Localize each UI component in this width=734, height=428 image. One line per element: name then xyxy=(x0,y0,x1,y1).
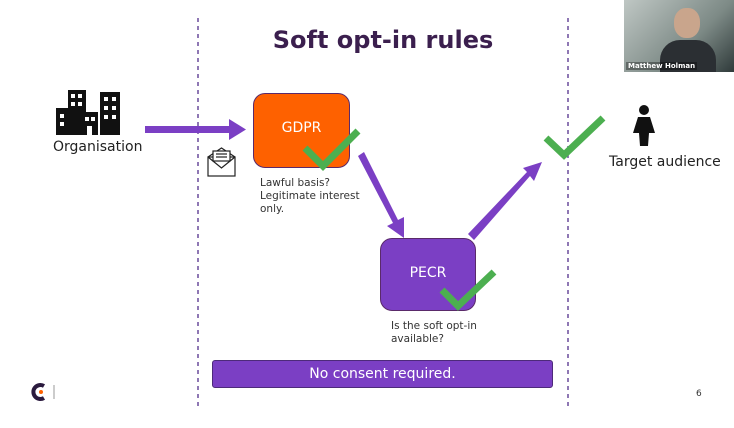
page-number: 6 xyxy=(696,389,702,399)
note-line: available? xyxy=(391,333,444,345)
arrow-icon xyxy=(468,162,542,240)
buildings-icon xyxy=(56,90,120,135)
logo-icon xyxy=(31,383,55,401)
pecr-label: PECR xyxy=(409,265,447,281)
slide-title: Soft opt-in rules xyxy=(272,26,494,54)
gdpr-note: Lawful basis? Legitimate interest only. xyxy=(260,177,360,216)
participant-body xyxy=(660,40,716,72)
person-icon xyxy=(633,105,655,146)
pecr-note: Is the soft opt-in available? xyxy=(391,320,477,346)
pecr-box: PECR xyxy=(380,238,476,311)
arrow-icon xyxy=(145,119,246,140)
envelope-icon xyxy=(207,147,236,177)
note-line: only. xyxy=(260,203,285,215)
check-icon xyxy=(543,115,606,160)
note-line: Is the soft opt-in xyxy=(391,320,477,332)
participant-face xyxy=(674,8,700,38)
note-line: Legitimate interest xyxy=(260,190,360,202)
note-line: Lawful basis? xyxy=(260,177,331,189)
conclusion-bar: No consent required. xyxy=(212,360,553,388)
arrow-icon xyxy=(358,152,404,238)
check-icon xyxy=(302,128,361,171)
target-audience-label: Target audience xyxy=(609,154,721,170)
video-tile[interactable]: Matthew Holman xyxy=(624,0,734,72)
organisation-label: Organisation xyxy=(53,139,143,155)
participant-name: Matthew Holman xyxy=(626,62,698,70)
check-icon xyxy=(439,269,497,311)
gdpr-label: GDPR xyxy=(281,120,322,136)
